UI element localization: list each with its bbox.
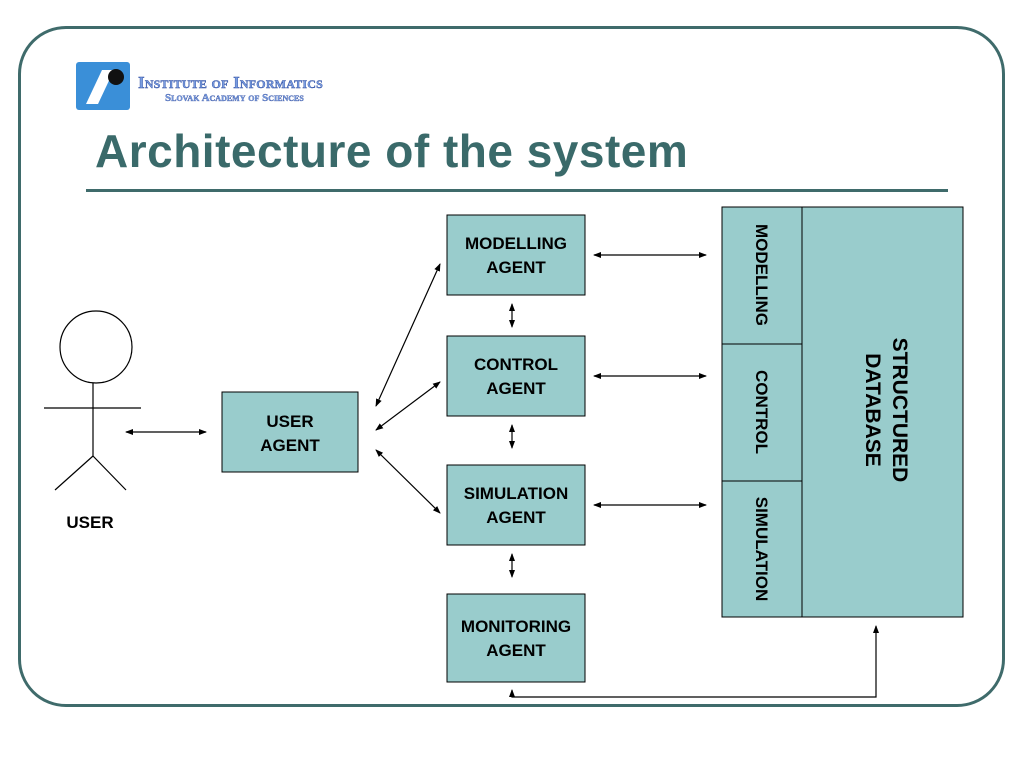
db-modelling-label: MODELLING <box>752 224 771 326</box>
database-line2: DATABASE <box>861 353 884 467</box>
monitoring-agent-line2: AGENT <box>486 641 546 660</box>
db-section-simulation <box>721 480 803 618</box>
user-agent-box: USER AGENT <box>221 391 359 473</box>
user-agent-line2: AGENT <box>260 436 320 455</box>
simulation-agent-line1: SIMULATION <box>464 484 569 503</box>
monitoring-agent-box: MONITORING AGENT <box>446 593 586 683</box>
db-simulation-label: SIMULATION <box>752 497 771 602</box>
slide-frame <box>18 26 1005 707</box>
modelling-agent-box: MODELLING AGENT <box>446 214 586 296</box>
title-divider <box>86 189 948 192</box>
database-line1: STRUCTURED <box>888 338 911 483</box>
user-label: USER <box>66 513 113 532</box>
db-control-label: CONTROL <box>752 370 771 454</box>
control-agent-line1: CONTROL <box>474 355 558 374</box>
modelling-agent-line2: AGENT <box>486 258 546 277</box>
control-agent-box: CONTROL AGENT <box>446 335 586 417</box>
arrow-db-monitoring <box>509 625 879 698</box>
arrow-useragent-control <box>375 381 441 431</box>
control-agent-line2: AGENT <box>486 379 546 398</box>
arrow-useragent-simulation <box>375 449 441 514</box>
page-title: Architecture of the system <box>95 125 689 177</box>
db-section-control <box>721 343 803 482</box>
user-agent-line1: USER <box>266 412 313 431</box>
org-name: Institute of Informatics <box>138 73 323 92</box>
user-figure-icon <box>44 310 141 491</box>
simulation-agent-line2: AGENT <box>486 508 546 527</box>
modelling-agent-line1: MODELLING <box>465 234 567 253</box>
structured-database: MODELLING CONTROL SIMULATION STRUCTURED … <box>721 206 964 618</box>
db-section-modelling <box>721 206 803 345</box>
monitoring-agent-line1: MONITORING <box>461 617 571 636</box>
arrow-useragent-modelling <box>375 263 441 407</box>
institute-logo-icon <box>76 62 130 110</box>
simulation-agent-box: SIMULATION AGENT <box>446 464 586 546</box>
org-subtitle: Slovak Academy of Sciences <box>165 92 304 104</box>
